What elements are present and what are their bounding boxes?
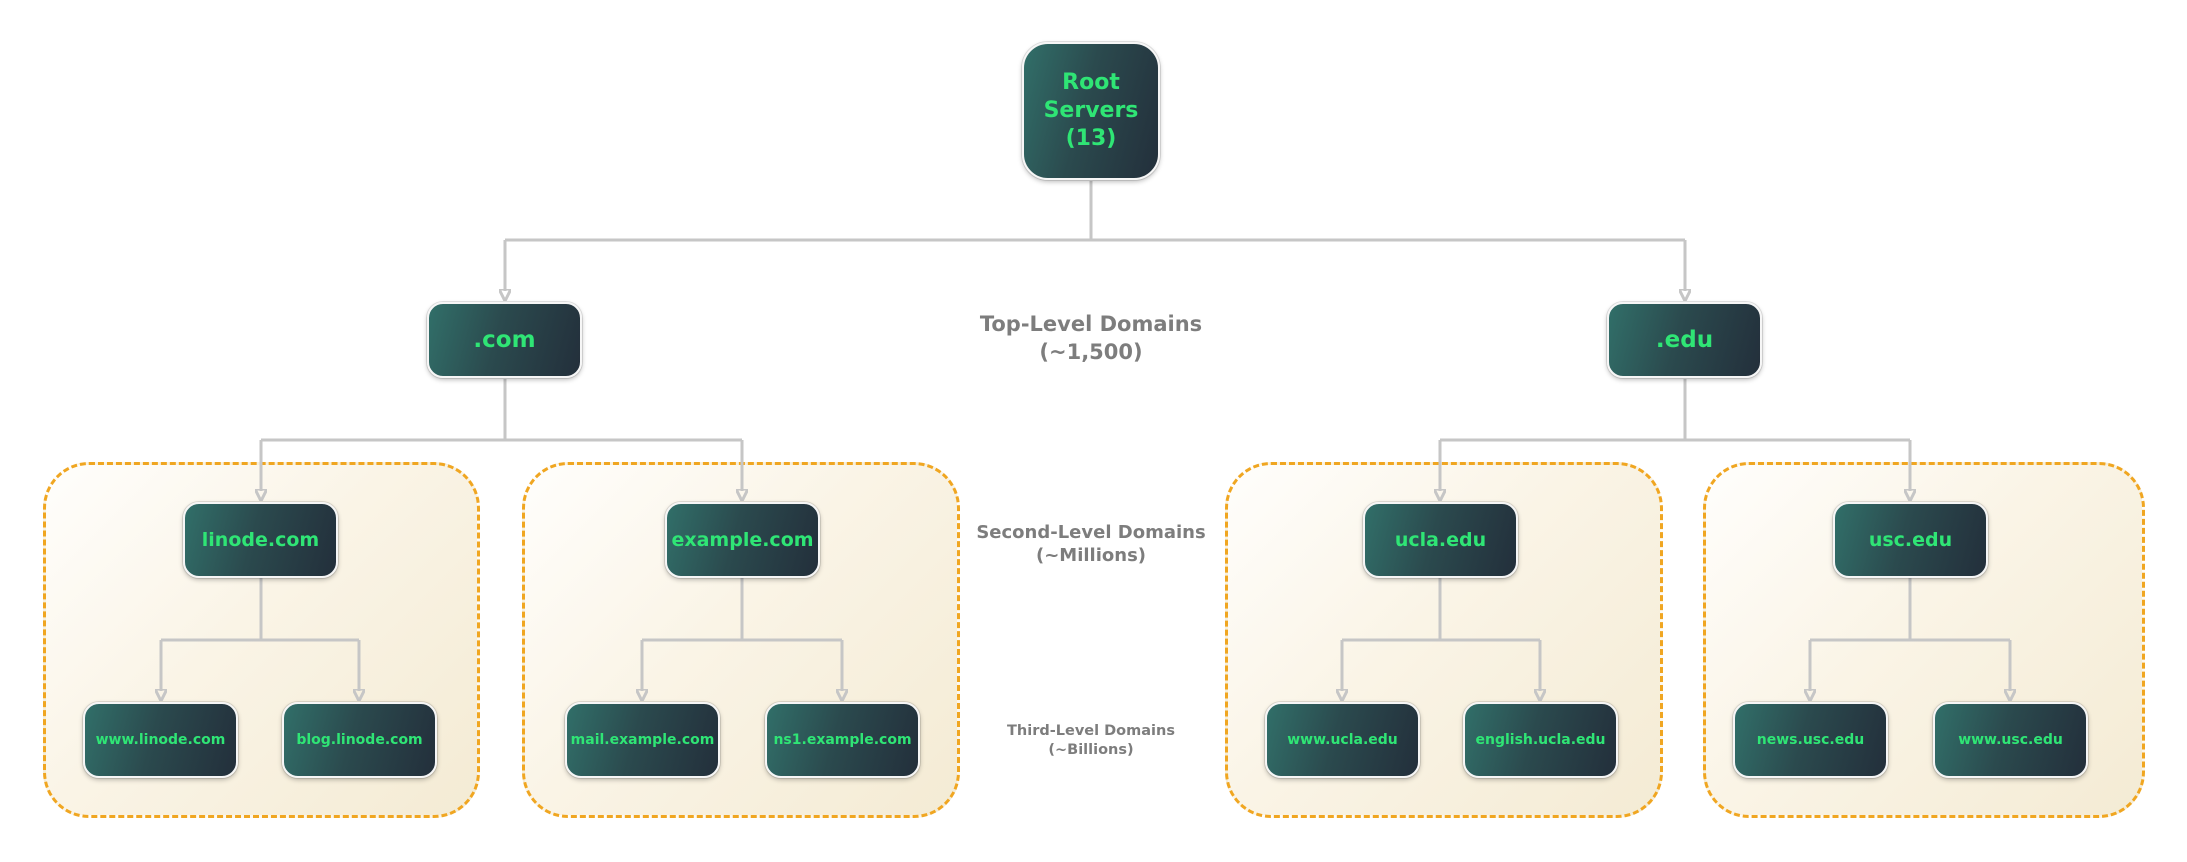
node-usc-edu: usc.edu <box>1833 502 1988 578</box>
tier-label-third-level-count: (~Billions) <box>1048 741 1134 758</box>
tier-label-second-level-title: Second-Level Domains <box>976 522 1206 543</box>
node-www-usc-edu: www.usc.edu <box>1933 702 2088 778</box>
tier-label-third-level-title: Third-Level Domains <box>1007 723 1175 739</box>
node-ns1-example-com-label: ns1.example.com <box>773 732 912 748</box>
node-www-usc-edu-label: www.usc.edu <box>1958 732 2063 748</box>
node-com-label: .com <box>473 327 536 353</box>
node-www-ucla-edu: www.ucla.edu <box>1265 702 1420 778</box>
node-usc-edu-label: usc.edu <box>1868 529 1953 551</box>
node-blog-linode-com: blog.linode.com <box>282 702 437 778</box>
node-linode-com-label: linode.com <box>201 529 320 551</box>
node-mail-example-com: mail.example.com <box>565 702 720 778</box>
node-linode-com: linode.com <box>183 502 338 578</box>
node-edu-label: .edu <box>1655 327 1714 353</box>
node-english-ucla-edu-label: english.ucla.edu <box>1475 732 1606 748</box>
node-news-usc-edu-label: news.usc.edu <box>1756 732 1865 748</box>
tier-label-second-level: Second-Level Domains (~Millions) <box>976 521 1205 567</box>
node-example-com: example.com <box>665 502 820 578</box>
node-ucla-edu-label: ucla.edu <box>1394 529 1487 551</box>
tier-label-second-level-count: (~Millions) <box>1035 545 1147 567</box>
tier-label-third-level: Third-Level Domains (~Billions) <box>1007 722 1175 760</box>
node-ns1-example-com: ns1.example.com <box>765 702 920 778</box>
tier-label-top-level: Top-Level Domains (~1,500) <box>980 311 1202 366</box>
node-news-usc-edu: news.usc.edu <box>1733 702 1888 778</box>
node-com: .com <box>427 302 582 378</box>
node-ucla-edu: ucla.edu <box>1363 502 1518 578</box>
node-mail-example-com-label: mail.example.com <box>570 732 715 748</box>
node-edu: .edu <box>1607 302 1762 378</box>
node-www-ucla-edu-label: www.ucla.edu <box>1287 732 1398 748</box>
node-example-com-label: example.com <box>671 529 814 551</box>
tier-label-top-level-count: (~1,500) <box>1039 339 1143 364</box>
node-www-linode-com-label: www.linode.com <box>95 732 226 748</box>
node-www-linode-com: www.linode.com <box>83 702 238 778</box>
node-english-ucla-edu: english.ucla.edu <box>1463 702 1618 778</box>
tier-label-top-level-title: Top-Level Domains <box>979 312 1203 336</box>
node-root-servers: Root Servers (13) <box>1022 42 1160 180</box>
node-blog-linode-com-label: blog.linode.com <box>296 732 423 748</box>
node-root-servers-label: Root Servers (13) <box>1043 70 1139 151</box>
